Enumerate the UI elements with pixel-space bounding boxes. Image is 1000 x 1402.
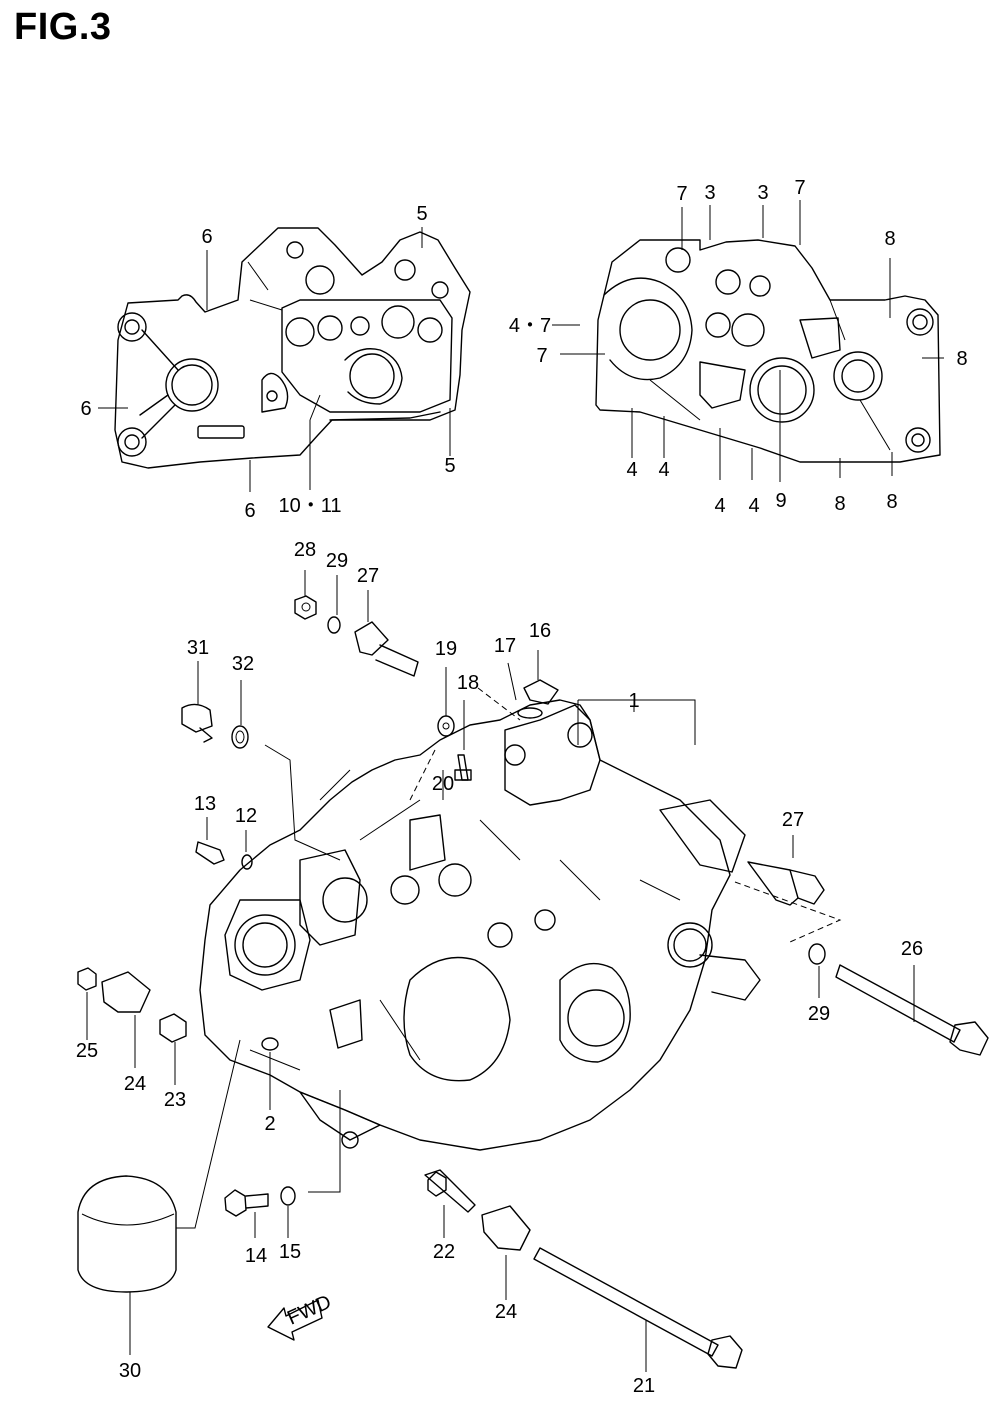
callout-3: 3 — [704, 182, 715, 204]
part-15-washer — [280, 1186, 296, 1206]
callout-23: 23 — [164, 1089, 186, 1111]
part-24-dowel-bottom — [481, 1205, 531, 1251]
callout-28: 28 — [294, 539, 316, 561]
part-17-gasket — [517, 707, 543, 719]
part-14-bolt — [224, 1189, 269, 1217]
callout-3: 3 — [757, 182, 768, 204]
callout-22: 22 — [433, 1241, 455, 1263]
part-27-dowel-right — [747, 861, 825, 906]
part-2-dowel-pin — [261, 1037, 279, 1051]
callout-29: 29 — [808, 1003, 830, 1025]
leader-lines — [86, 200, 944, 1372]
callout-labels: 6 5 6 6 10・11 5 7 3 3 7 8 4・7 7 8 4 4 4 … — [76, 177, 968, 1397]
callout-21: 21 — [633, 1375, 655, 1397]
callout-5: 5 — [444, 455, 455, 477]
figure-title: FIG.3 — [14, 6, 112, 48]
callout-24: 24 — [495, 1301, 517, 1323]
part-21-bolt — [533, 1247, 743, 1369]
callout-4: 4 — [626, 459, 637, 481]
callout-10-11: 10・11 — [278, 495, 341, 517]
part-25-nut — [77, 967, 97, 991]
callout-5: 5 — [416, 203, 427, 225]
part-29-washer-right — [808, 943, 826, 965]
callout-31: 31 — [187, 637, 209, 659]
callout-8: 8 — [956, 348, 967, 370]
callout-6: 6 — [201, 226, 212, 248]
crankcase-assembly — [199, 699, 761, 1151]
part-32-gasket — [231, 725, 249, 749]
part-18-bolt — [454, 754, 472, 781]
callout-8: 8 — [884, 228, 895, 250]
callout-24: 24 — [124, 1073, 146, 1095]
callout-6: 6 — [80, 398, 91, 420]
part-13-switch — [195, 841, 225, 865]
part-29-washer-top — [327, 616, 341, 634]
callout-16: 16 — [529, 620, 551, 642]
callout-17: 17 — [494, 635, 516, 657]
part-26-bolt — [835, 964, 989, 1056]
callout-6: 6 — [244, 500, 255, 522]
callout-2: 2 — [264, 1113, 275, 1135]
callout-30: 30 — [119, 1360, 141, 1382]
fwd-direction-arrow: FWD — [267, 1291, 335, 1341]
part-28-nut — [294, 595, 317, 620]
part-12-washer — [241, 854, 253, 870]
callout-32: 32 — [232, 653, 254, 675]
callout-7: 7 — [794, 177, 805, 199]
callout-26: 26 — [901, 938, 923, 960]
callout-27: 27 — [357, 565, 379, 587]
callout-8: 8 — [834, 493, 845, 515]
callout-14: 14 — [245, 1245, 267, 1267]
callout-9: 9 — [775, 490, 786, 512]
left-crankcase-half — [114, 227, 471, 469]
callout-18: 18 — [457, 672, 479, 694]
callout-4: 4 — [658, 459, 669, 481]
callout-19: 19 — [435, 638, 457, 660]
callout-29: 29 — [326, 550, 348, 572]
callout-20: 20 — [432, 773, 454, 795]
part-30-cap — [77, 1175, 177, 1293]
callout-1: 1 — [628, 690, 639, 712]
part-27-dowel-top — [354, 621, 419, 677]
callout-25: 25 — [76, 1040, 98, 1062]
callout-27: 27 — [782, 809, 804, 831]
part-31-plug — [181, 703, 213, 743]
callout-13: 13 — [194, 793, 216, 815]
right-crankcase-half — [595, 239, 941, 463]
part-19-washer — [437, 715, 455, 737]
part-23-nut — [159, 1013, 187, 1043]
callout-4: 4 — [714, 495, 725, 517]
callout-4-7: 4・7 — [509, 315, 551, 337]
callout-7: 7 — [676, 183, 687, 205]
callout-15: 15 — [279, 1241, 301, 1263]
part-22-bolt — [424, 1169, 476, 1213]
part-16-cap — [523, 679, 559, 705]
callout-7: 7 — [536, 345, 547, 367]
callout-8: 8 — [886, 491, 897, 513]
callout-12: 12 — [235, 805, 257, 827]
part-24-dowel-left — [101, 971, 151, 1013]
callout-4: 4 — [748, 495, 759, 517]
